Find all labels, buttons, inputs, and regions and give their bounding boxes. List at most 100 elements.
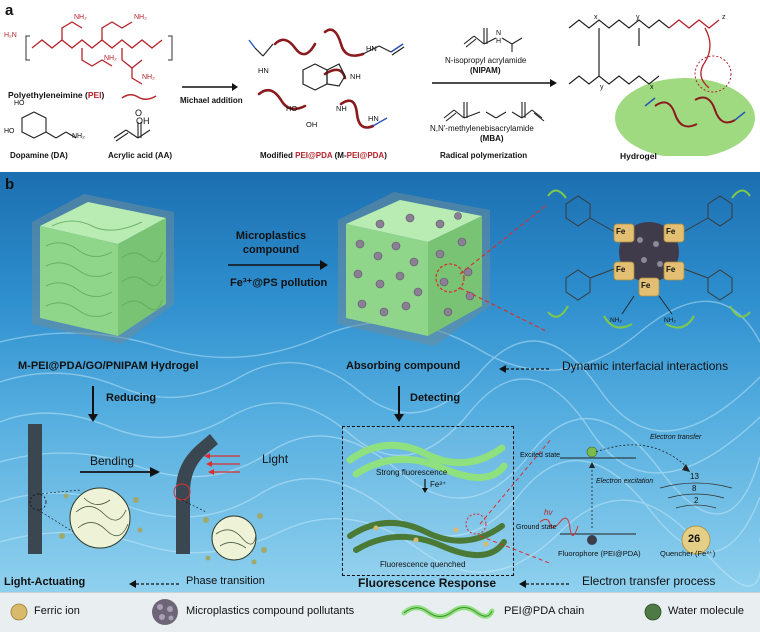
shell-13-label: 13 — [690, 472, 699, 481]
pei-nh2-right-label: NH₂ — [134, 14, 147, 21]
panel-letter-b: b — [5, 176, 15, 193]
dynamic-caption: Dynamic interfacial interactions — [562, 359, 729, 373]
hydrogel-y-label: y — [636, 14, 640, 21]
nipam-name: N-isopropyl acrylamide — [445, 56, 527, 65]
acrylic-o: O — [135, 108, 143, 118]
mpei-hn-left: HN — [258, 66, 269, 75]
microplastics-icon — [152, 599, 178, 625]
legend-bar: Ferric ion Microplastics compound pollut… — [0, 592, 760, 632]
complex-nh2-right: NH₂ — [664, 317, 676, 324]
absorbing-compound-cube — [338, 192, 490, 346]
detecting-arrow — [394, 386, 404, 422]
fe-dopamine-complex — [547, 189, 751, 329]
complex-nh2-left: NH₂ — [610, 317, 622, 324]
dopamine-ho-bottom: HO — [4, 128, 15, 135]
hydrogel-z-label: z — [722, 14, 726, 21]
hydrogel-caption: M-PEI@PDA/GO/PNIPAM Hydrogel — [18, 360, 199, 372]
pei-pda-chain-icon — [401, 605, 495, 619]
pei-h2n-label: H₂N — [4, 32, 17, 39]
acrylic-acid-structure — [113, 122, 151, 142]
radical-polymerization-label: Radical polymerization — [440, 151, 528, 160]
hydrogel-network-structure — [568, 19, 755, 156]
water-molecule-icon — [644, 603, 662, 621]
quencher-label: Quencher (Fe³⁺) — [660, 549, 716, 558]
pei-structure-drawing — [25, 21, 173, 85]
electron-excitation-label: Electron excitation — [596, 478, 654, 485]
ferric-ion-icon — [10, 603, 28, 621]
shell-2-label: 2 — [694, 496, 699, 505]
pei-nh2-bottom-label: NH₂ — [104, 55, 117, 62]
strong-fluorescence-label: Strong fluorescence — [376, 468, 448, 477]
light-actuating-illustration — [28, 424, 267, 565]
panel-b-application-scheme: b Microplastics compound Fe³⁺@PS polluti… — [0, 172, 760, 592]
legend-water-label: Water molecule — [668, 605, 745, 617]
fluorescence-quenched-label: Fluorescence quenched — [380, 560, 466, 569]
fluorescence-chains — [346, 441, 508, 559]
shell-8-label: 8 — [692, 484, 697, 493]
fe-label-4: Fe — [666, 265, 676, 274]
nipam-h: H — [496, 38, 502, 45]
reducing-label: Reducing — [106, 392, 157, 404]
hydrogel-cube-illustration — [32, 194, 174, 344]
microplastics-line1: Microplastics — [235, 230, 307, 242]
pei-nh2-top-label: NH₂ — [74, 14, 87, 21]
light-actuating-label: Light-Actuating — [4, 576, 86, 588]
fe-label-3: Fe — [616, 265, 626, 274]
dopamine-ho-top: HO — [14, 100, 25, 107]
michael-arrow — [182, 83, 238, 91]
mpei-hn-right: HN — [366, 44, 377, 53]
nipam-structure — [463, 28, 523, 52]
mpei-hn-bottom: HN — [368, 114, 379, 123]
dopamine-label: Dopamine (DA) — [10, 151, 68, 160]
detecting-label: Detecting — [410, 392, 461, 404]
mpei-label: Modified PEI@PDA (M-PEI@PDA) — [260, 151, 387, 160]
acrylic-acid-label: Acrylic acid (AA) — [108, 151, 173, 160]
light-label: Light — [262, 452, 289, 466]
fe-label-2: Fe — [666, 227, 676, 236]
bending-label: Bending — [90, 454, 135, 468]
fluorophore-label: Fluorophore (PEI@PDA) — [558, 549, 641, 558]
atomic-number-label: 26 — [688, 533, 701, 545]
hydrogel-y2-label: y — [600, 84, 604, 91]
fe-down-arrow — [422, 479, 428, 493]
fe-label-1: Fe — [616, 227, 626, 236]
mpei-oh: OH — [306, 120, 318, 129]
electron-transfer-process-label: Electron transfer process — [582, 574, 716, 588]
pei-chain-symbol — [121, 94, 157, 100]
phase-transition-label: Phase transition — [186, 575, 265, 587]
fe3-label: Fe³⁺ — [430, 480, 447, 489]
mpei-nh-ring: NH — [350, 72, 361, 81]
absorbing-caption: Absorbing compound — [346, 360, 461, 372]
electron-process-dashed-arrow — [519, 580, 570, 588]
mpei-nh-bottom: NH — [336, 104, 347, 113]
mba-name: N,N'-methylenebisacrylamide — [430, 124, 534, 133]
dynamic-dashed-arrow — [499, 365, 550, 373]
nipam-n: N — [496, 30, 502, 37]
electron-transfer-diagram — [539, 444, 733, 555]
hydrogel-label: Hydrogel — [620, 151, 657, 161]
mpei-pda-structure — [248, 28, 405, 129]
reducing-arrow — [88, 386, 98, 422]
panel-a-synthesis-scheme: a H₂N NH₂ NH₂ NH₂ NH₂ Polyethyleneimine … — [0, 0, 760, 172]
zoom-dashed-lines — [459, 203, 549, 333]
fluorophore-zoom-lines — [479, 437, 553, 565]
fe-label-5: Fe — [641, 281, 651, 290]
mpei-ho: HO — [286, 104, 298, 113]
michael-addition-label: Michael addition — [180, 96, 243, 105]
hydrogel-x-label: x — [594, 14, 598, 21]
legend-chain-label: PEI@PDA chain — [504, 605, 585, 617]
mba-abbr: (MBA) — [480, 134, 504, 143]
dopamine-nh2: NH₂ — [72, 133, 85, 140]
dopamine-structure — [21, 111, 77, 139]
electron-transfer-label: Electron transfer — [650, 434, 702, 441]
pei-label: Polyethyleneimine (PEI) — [8, 90, 105, 100]
excited-state-label: Excited state — [520, 452, 561, 459]
legend-ferric-label: Ferric ion — [34, 605, 80, 617]
hv-label: hv — [544, 508, 553, 517]
radical-arrow — [432, 79, 557, 87]
pei-nh2-tail-label: NH₂ — [142, 74, 155, 81]
microplastics-line2: compound — [242, 244, 300, 256]
acrylic-oh: OH — [136, 116, 150, 126]
mba-structure — [443, 102, 545, 122]
nipam-abbr: (NIPAM) — [470, 66, 501, 75]
